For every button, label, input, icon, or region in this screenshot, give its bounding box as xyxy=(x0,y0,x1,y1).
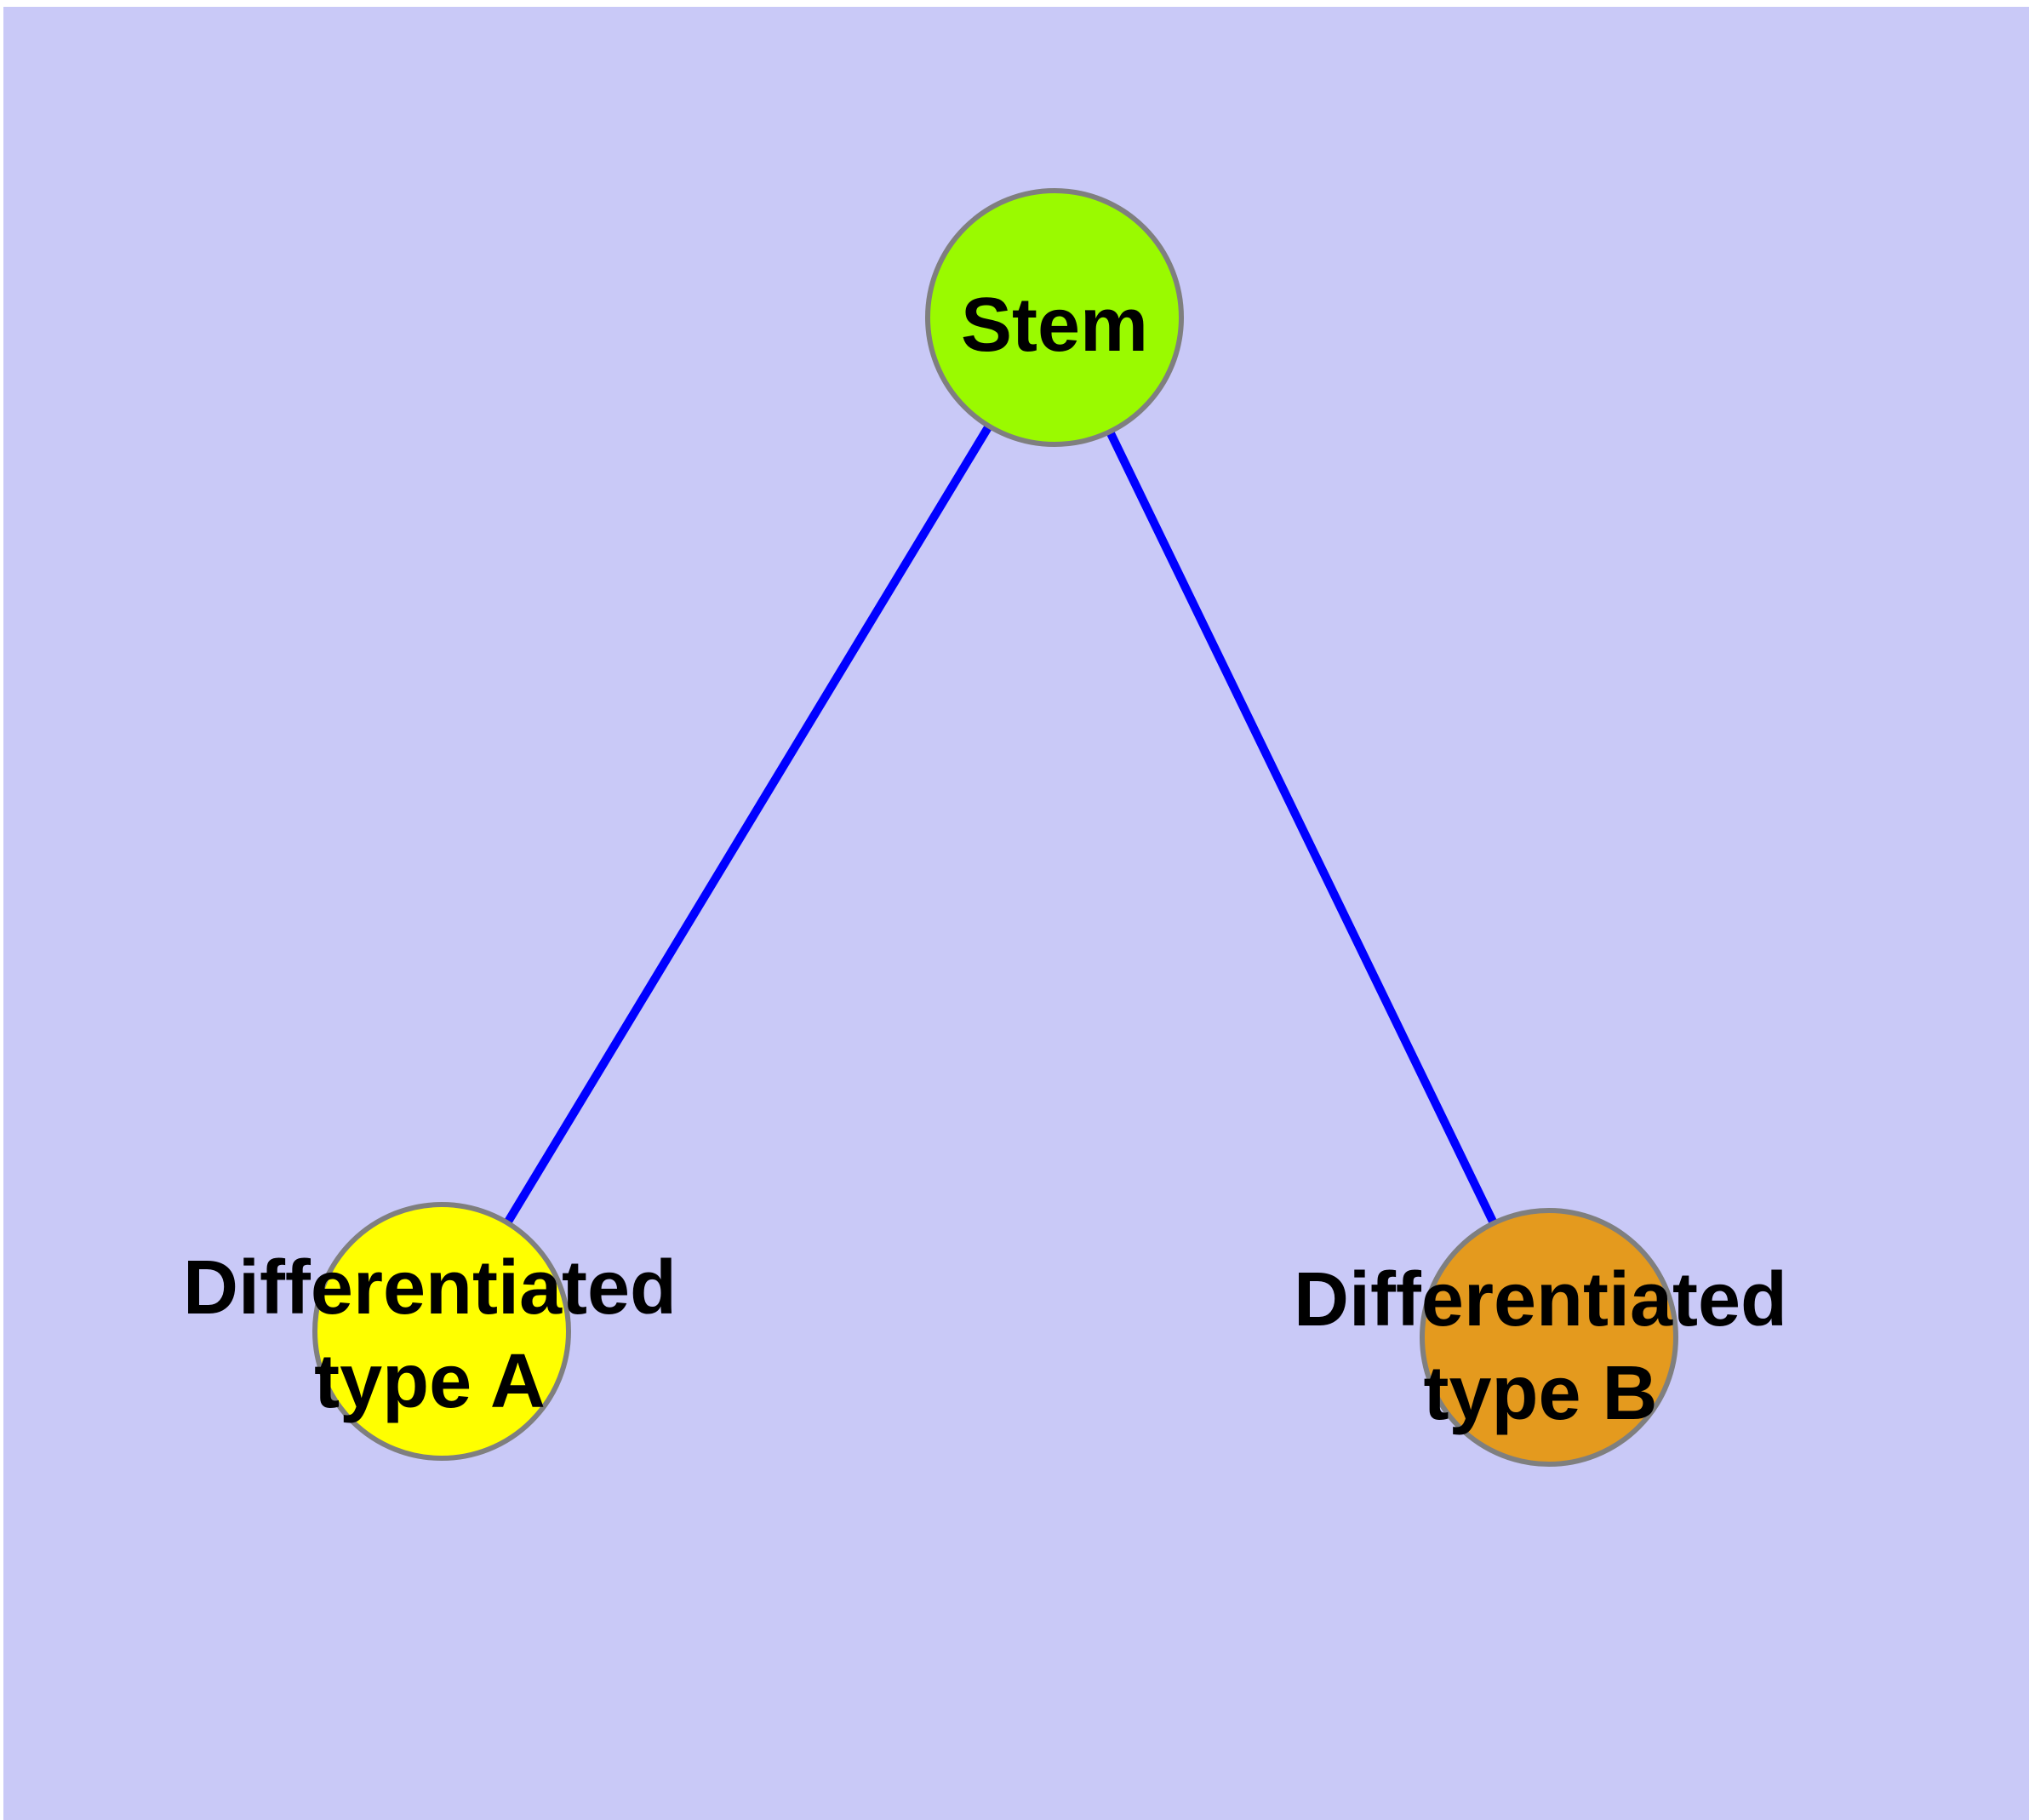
node-type-a-label: Differentiated type A xyxy=(183,1245,677,1424)
node-type-a-label-line1: Differentiated xyxy=(183,1245,677,1331)
node-type-a-label-line2: type A xyxy=(314,1339,546,1424)
node-type-b-label-line2: type B xyxy=(1423,1351,1657,1436)
node-type-b-label: Differentiated type B xyxy=(1294,1257,1787,1436)
node-stem-label: Stem xyxy=(961,283,1148,368)
edge-stem-to-type-a xyxy=(437,315,1059,1334)
node-stem xyxy=(925,188,1184,447)
node-type-b-label-line1: Differentiated xyxy=(1294,1257,1787,1342)
node-differentiated-type-a xyxy=(312,1202,571,1461)
node-differentiated-type-b xyxy=(1420,1208,1678,1467)
edge-stem-to-type-b xyxy=(1050,315,1553,1340)
